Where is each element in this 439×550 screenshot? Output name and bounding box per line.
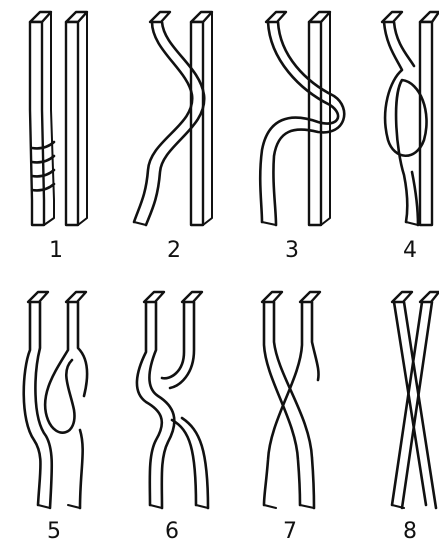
panel-7: 7: [262, 292, 320, 544]
panel-6: 6: [137, 292, 208, 544]
panel-label-6: 6: [165, 519, 179, 544]
panel-label-2: 2: [167, 238, 181, 263]
panel-label-4: 4: [403, 238, 417, 263]
panel-label-7: 7: [283, 519, 297, 544]
panel-8: 8: [392, 292, 439, 544]
panel-3: 3: [260, 12, 344, 263]
panel-label-3: 3: [285, 238, 299, 263]
panel-4: 4: [382, 12, 439, 263]
panel-label-1: 1: [49, 238, 63, 263]
panel-1: 1: [30, 12, 87, 263]
panel-label-8: 8: [403, 519, 417, 544]
panel-label-5: 5: [47, 519, 61, 544]
panel-5: 5: [24, 292, 87, 544]
panel-2: 2: [134, 12, 212, 263]
